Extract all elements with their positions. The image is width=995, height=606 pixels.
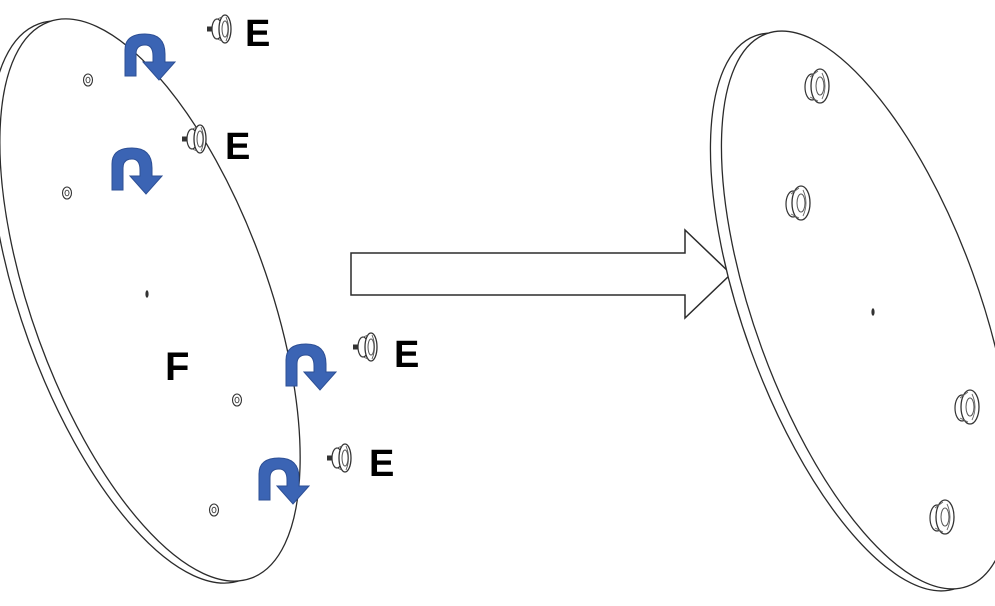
label-part-e: E <box>225 126 250 168</box>
label-part-e: E <box>394 334 419 376</box>
left-disc-center-hole <box>145 290 149 298</box>
label-part-e: E <box>369 443 394 485</box>
nut-icon <box>82 73 94 87</box>
right-disc <box>709 30 995 592</box>
right-disc-center-hole <box>871 308 875 316</box>
process-arrow-icon <box>350 228 733 320</box>
knob-fastener-icon <box>352 332 378 362</box>
knob-fastener-icon <box>206 14 232 44</box>
left-disc <box>0 18 301 584</box>
nut-icon <box>231 393 243 407</box>
nut-icon <box>208 503 220 517</box>
nut-icon <box>61 186 73 200</box>
label-part-e: E <box>245 13 270 55</box>
knob-fastener-icon <box>326 443 352 473</box>
rotation-arrow-icon <box>285 343 337 391</box>
label-part-f: F <box>165 345 189 389</box>
